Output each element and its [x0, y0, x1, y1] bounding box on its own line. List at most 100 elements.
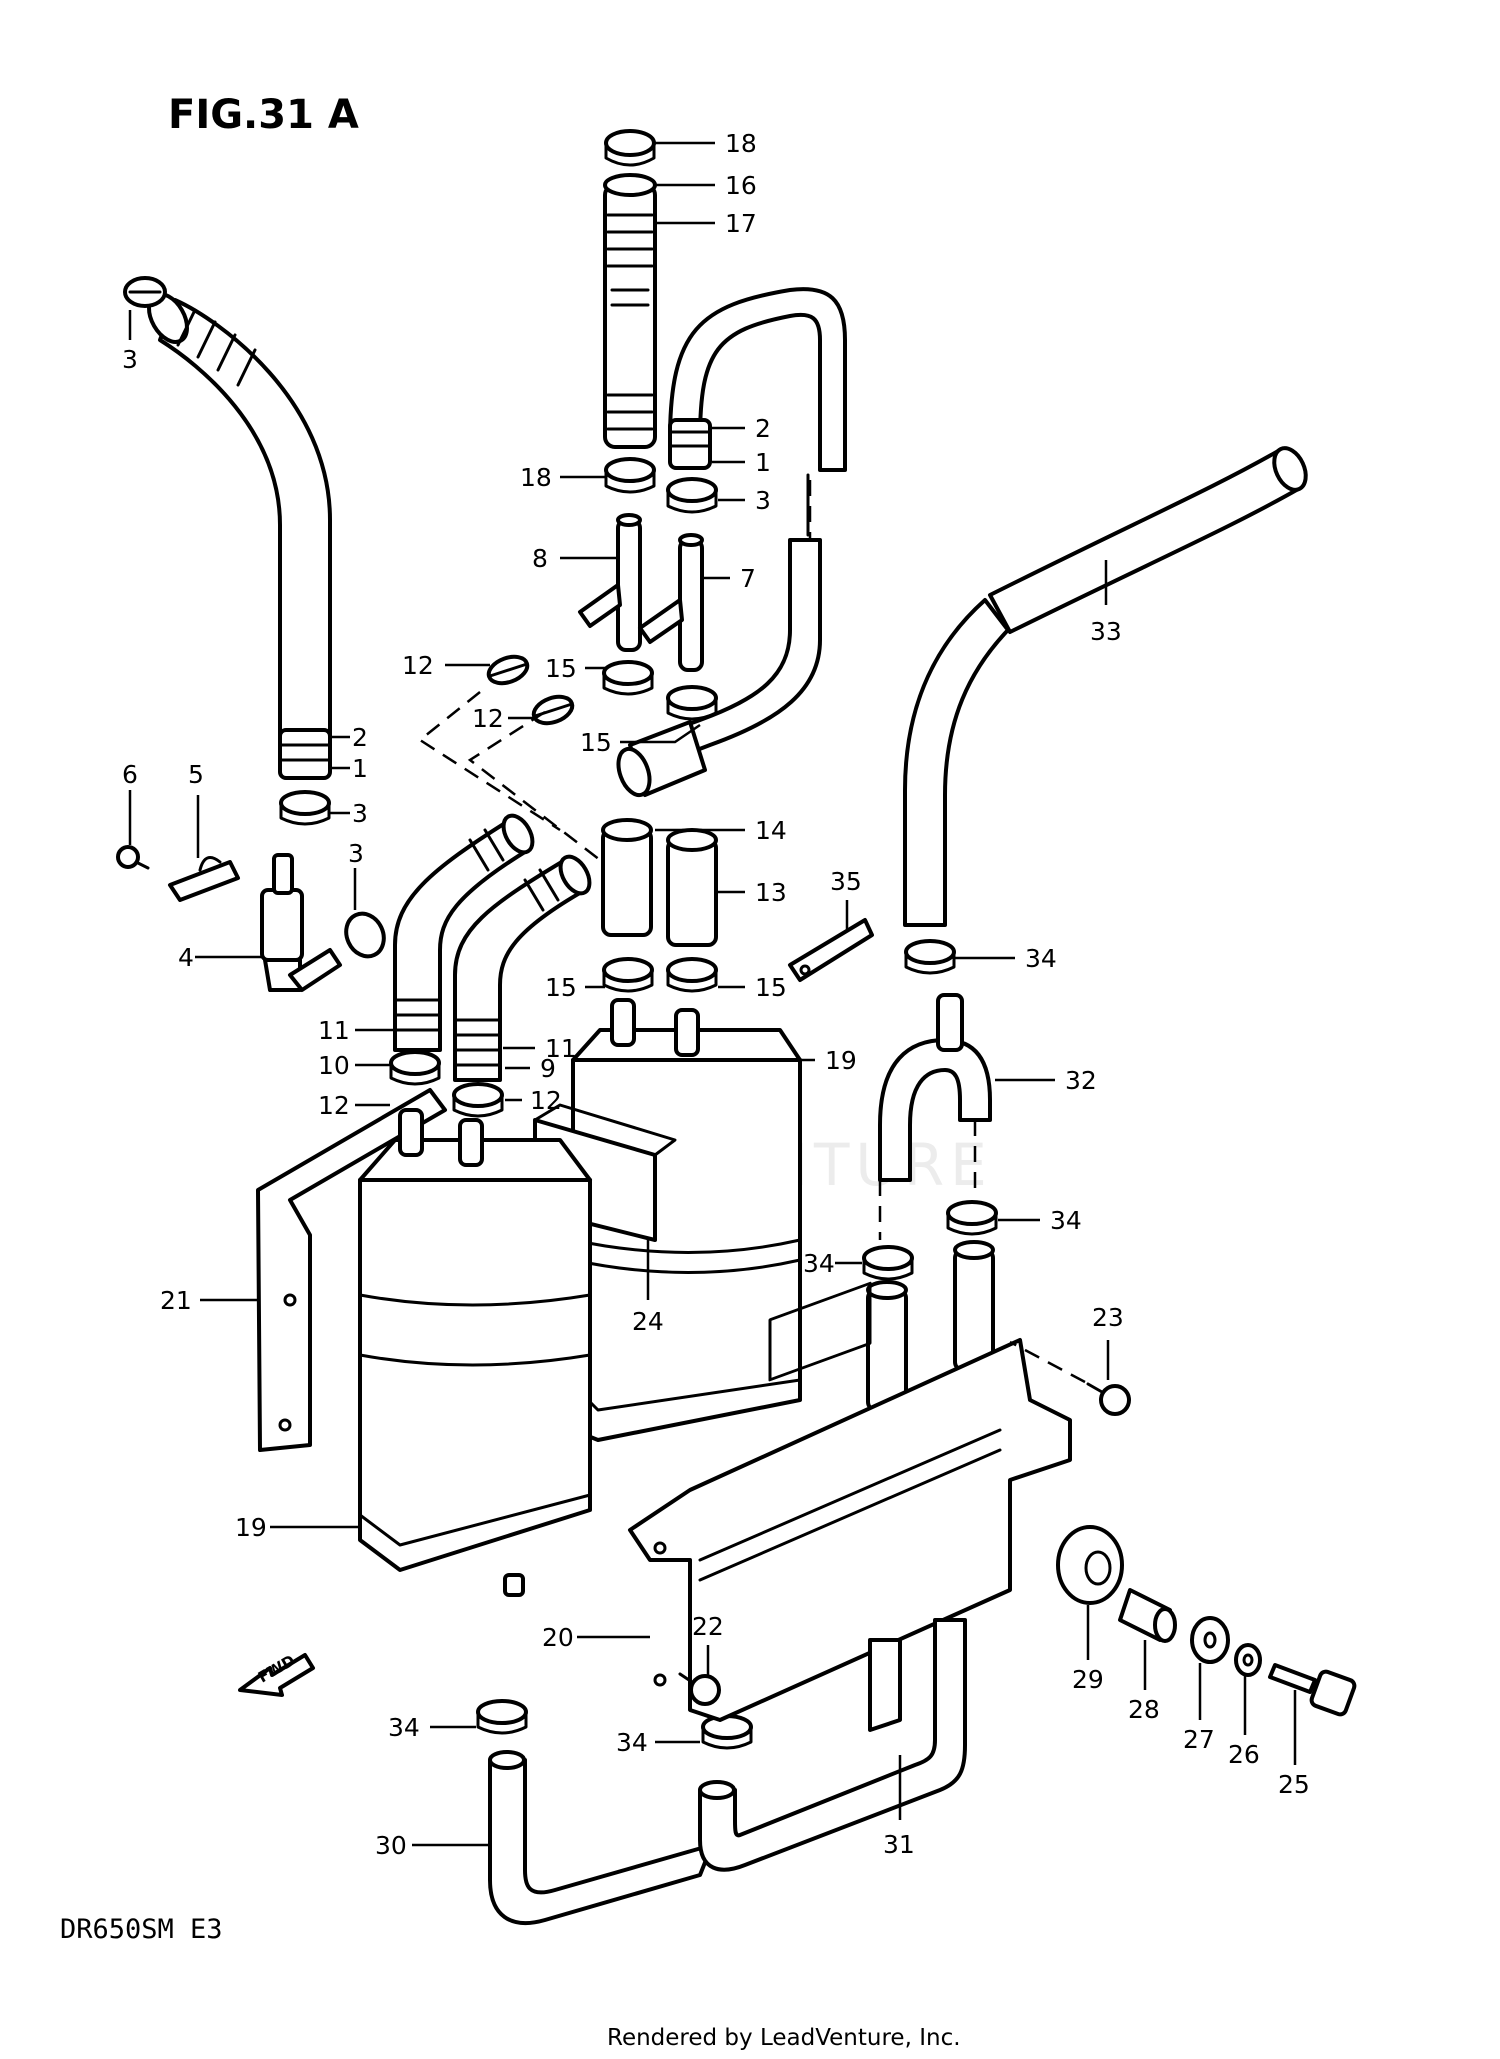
- callout-3-left: 3: [352, 799, 368, 828]
- callout-19-left: 19: [235, 1513, 267, 1542]
- clamp-part-3-left: [279, 790, 331, 826]
- bracket-part-5: [168, 856, 240, 902]
- callout-20: 20: [542, 1623, 574, 1652]
- callout-32: 32: [1065, 1066, 1097, 1095]
- callout-6: 6: [122, 760, 138, 789]
- callout-18-top: 18: [725, 129, 757, 158]
- clamp-part-34-a: [904, 939, 956, 975]
- callout-15-b: 15: [580, 728, 612, 757]
- fwd-arrow-icon: FWD: [238, 1651, 315, 1697]
- callout-29: 29: [1072, 1665, 1104, 1694]
- hose-end-part-2-1: [668, 418, 712, 470]
- callout-26: 26: [1228, 1740, 1260, 1769]
- callout-30: 30: [375, 1831, 407, 1860]
- hose-loop-upper-right: [616, 287, 847, 798]
- callout-15-d: 15: [755, 973, 787, 1002]
- callout-2-left: 2: [352, 723, 368, 752]
- valve-part-4: [260, 853, 342, 992]
- callout-12-a: 12: [402, 651, 434, 680]
- footer-credit: Rendered by LeadVenture, Inc.: [607, 2025, 961, 2051]
- screw-part-23: [1009, 1340, 1131, 1416]
- model-code: DR650SM E3: [60, 1914, 223, 1945]
- callout-15-c: 15: [545, 973, 577, 1002]
- clamp-part-34-c: [862, 1245, 914, 1281]
- hose-part-33: [903, 446, 1308, 927]
- clamp-part-15-a: [602, 660, 654, 696]
- callout-21: 21: [160, 1286, 192, 1315]
- callout-12-c: 12: [318, 1091, 350, 1120]
- callout-7: 7: [740, 564, 756, 593]
- callout-3-mid: 3: [755, 486, 771, 515]
- clamp-part-34-d: [476, 1699, 528, 1735]
- callout-12-d: 12: [530, 1086, 562, 1115]
- callout-16: 16: [725, 171, 757, 200]
- clamp-part-3-elbow: [344, 911, 386, 959]
- callout-1-right: 1: [755, 448, 771, 477]
- callout-22: 22: [692, 1612, 724, 1641]
- callout-12-b: 12: [472, 704, 504, 733]
- callout-leaders: [128, 141, 1297, 1847]
- clamp-part-12-a: [486, 654, 530, 686]
- screw-part-6: [116, 845, 150, 870]
- bracket-part-20: [628, 1281, 1072, 1722]
- hose-part-14: [601, 818, 653, 937]
- clamp-part-34-b: [946, 1200, 998, 1236]
- canister-part-19-left: [358, 1108, 592, 1597]
- washer-part-27: [1190, 1616, 1230, 1664]
- callout-23: 23: [1092, 1303, 1124, 1332]
- callout-24: 24: [632, 1307, 664, 1336]
- tubes-part-34-vertical: [866, 1240, 995, 1412]
- dashed-route-b: [467, 710, 601, 861]
- hose-part-13: [666, 828, 718, 947]
- clamp-part-12-c: [389, 1050, 441, 1086]
- bracket-part-35: [788, 918, 874, 982]
- clamp-part-3-mid: [666, 477, 718, 514]
- callout-17: 17: [725, 209, 757, 238]
- callout-33: 33: [1090, 617, 1122, 646]
- callout-labels: 18 16 17 3 2 1 18 3 8 7 33 12 15 12 15 2…: [122, 129, 1310, 1860]
- hose-part-3-upper-left: [147, 292, 332, 780]
- clamp-part-18-top: [604, 129, 656, 167]
- callout-1-left: 1: [352, 754, 368, 783]
- clamp-part-15-b: [666, 685, 718, 721]
- hose-part-11-10-left: [393, 813, 535, 1052]
- hose-part-32: [878, 993, 992, 1182]
- clamp-part-18-lower: [604, 457, 656, 494]
- callout-25: 25: [1278, 1770, 1310, 1799]
- callout-34-e: 34: [616, 1728, 648, 1757]
- dashed-route-a: [417, 691, 561, 832]
- clamp-part-15-d: [666, 957, 718, 993]
- fitting-part-7: [638, 533, 704, 672]
- callout-13: 13: [755, 878, 787, 907]
- callout-35: 35: [830, 867, 862, 896]
- screw-part-22: [678, 1672, 721, 1706]
- callout-34-d: 34: [388, 1713, 420, 1742]
- callout-11-a: 11: [318, 1016, 350, 1045]
- collar-part-28: [1118, 1588, 1177, 1643]
- callout-10: 10: [318, 1051, 350, 1080]
- grommet-part-29: [1056, 1525, 1124, 1605]
- clamp-part-12-b: [531, 694, 575, 726]
- callout-28: 28: [1128, 1695, 1160, 1724]
- bracket-part-21: [256, 1088, 447, 1452]
- callout-34-c: 34: [803, 1249, 835, 1278]
- clamp-part-12-d: [452, 1082, 504, 1118]
- callout-9: 9: [540, 1054, 556, 1083]
- clamp-part-34-e: [701, 1714, 753, 1750]
- hose-part-31: [698, 1618, 967, 1872]
- callout-14: 14: [755, 816, 787, 845]
- callout-11-b: 11: [545, 1034, 577, 1063]
- fitting-part-8: [578, 513, 642, 652]
- callout-18-lower: 18: [520, 463, 552, 492]
- callout-19-right: 19: [825, 1046, 857, 1075]
- hose-part-16-17: [603, 173, 657, 449]
- bolt-part-25: [1268, 1663, 1357, 1717]
- callout-34-a: 34: [1025, 944, 1057, 973]
- callout-3-top-left: 3: [122, 345, 138, 374]
- callout-4: 4: [178, 943, 194, 972]
- figure-title: FIG.31 A: [168, 92, 359, 138]
- callout-34-b: 34: [1050, 1206, 1082, 1235]
- callout-27: 27: [1183, 1725, 1215, 1754]
- hose-part-11-9-right: [453, 854, 592, 1082]
